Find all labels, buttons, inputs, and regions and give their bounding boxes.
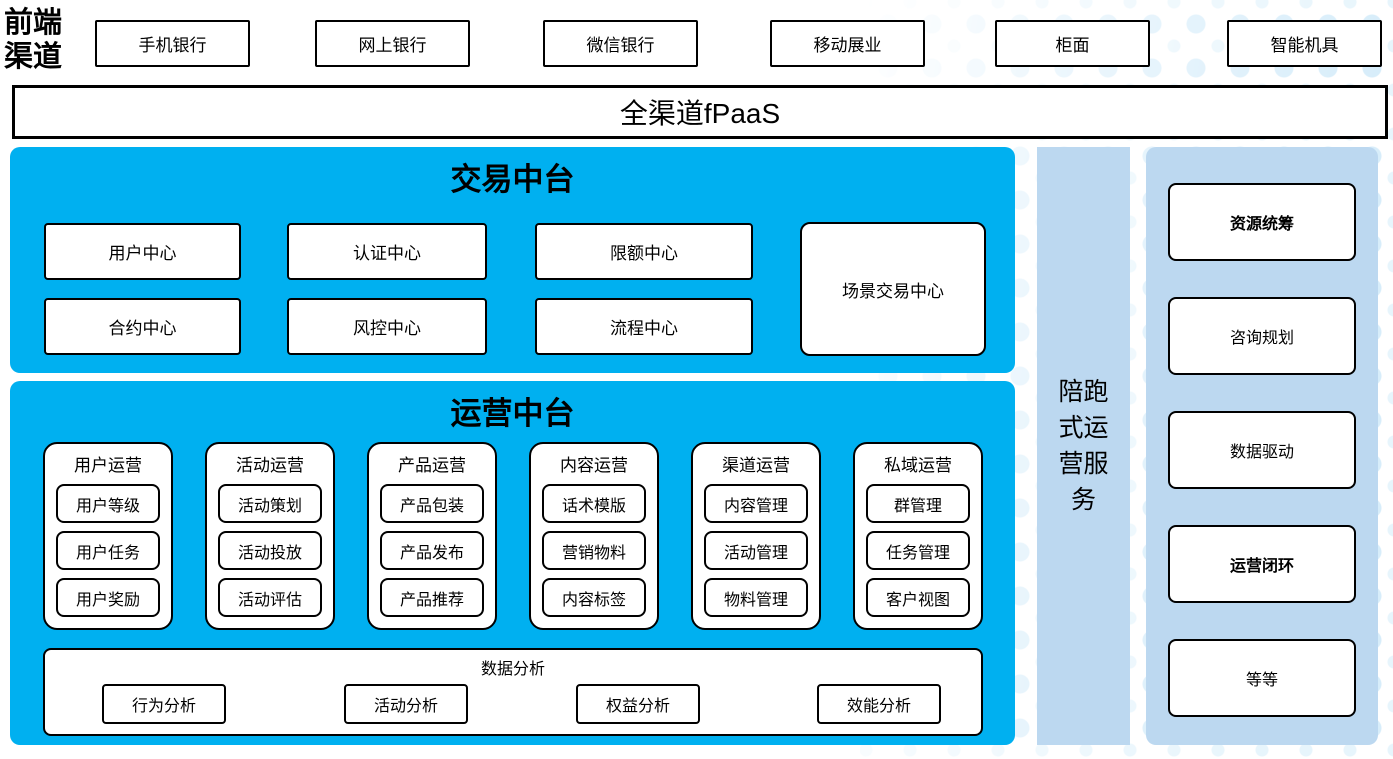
ops-item: 营销物料: [542, 531, 646, 570]
analysis-item-behavior: 行为分析: [102, 684, 226, 724]
channel-box-counter: 柜面: [995, 20, 1150, 67]
ops-column-title: 渠道运营: [722, 456, 790, 475]
operation-platform-title: 运营中台: [450, 396, 575, 431]
trade-box-contract-center: 合约中心: [44, 298, 241, 355]
trade-platform-title: 交易中台: [450, 162, 575, 197]
ops-column-content: 内容运营 话术模版 营销物料 内容标签: [529, 442, 659, 630]
ops-item: 活动管理: [704, 531, 808, 570]
service-box-etc: 等等: [1168, 639, 1356, 717]
data-analysis-band: 数据分析 行为分析 活动分析 权益分析 效能分析: [43, 648, 983, 736]
ops-item: 内容标签: [542, 578, 646, 617]
channel-box-wechat-banking: 微信银行: [543, 20, 698, 67]
ops-item: 话术模版: [542, 484, 646, 523]
ops-item: 产品推荐: [380, 578, 484, 617]
service-box-resource-coordination: 资源统筹: [1168, 183, 1356, 261]
ops-item: 产品包装: [380, 484, 484, 523]
service-box-consulting-planning: 咨询规划: [1168, 297, 1356, 375]
ops-item: 活动评估: [218, 578, 322, 617]
companion-service-bar: 陪跑 式运 营服 务: [1037, 147, 1130, 745]
trade-box-limit-center: 限额中心: [535, 223, 753, 280]
fpaas-band: 全渠道fPaaS: [12, 85, 1388, 139]
ops-item: 用户奖励: [56, 578, 160, 617]
channel-box-online-banking: 网上银行: [315, 20, 470, 67]
ops-item: 物料管理: [704, 578, 808, 617]
ops-column-user: 用户运营 用户等级 用户任务 用户奖励: [43, 442, 173, 630]
ops-column-title: 内容运营: [560, 456, 628, 475]
ops-column-title: 产品运营: [398, 456, 466, 475]
ops-column-title: 活动运营: [236, 456, 304, 475]
ops-item: 产品发布: [380, 531, 484, 570]
service-box-data-driven: 数据驱动: [1168, 411, 1356, 489]
channel-box-mobile-sales: 移动展业: [770, 20, 925, 67]
trade-box-scene-trade-center: 场景交易中心: [800, 222, 986, 356]
ops-column-title: 用户运营: [74, 456, 142, 475]
data-analysis-title: 数据分析: [480, 661, 545, 678]
ops-item: 内容管理: [704, 484, 808, 523]
trade-box-user-center: 用户中心: [44, 223, 241, 280]
ops-column-channel: 渠道运营 内容管理 活动管理 物料管理: [691, 442, 821, 630]
ops-column-activity: 活动运营 活动策划 活动投放 活动评估: [205, 442, 335, 630]
ops-item: 用户等级: [56, 484, 160, 523]
channel-box-mobile-banking: 手机银行: [95, 20, 250, 67]
ops-item: 任务管理: [866, 531, 970, 570]
trade-box-auth-center: 认证中心: [287, 223, 487, 280]
trade-box-process-center: 流程中心: [535, 298, 753, 355]
channel-box-smart-devices: 智能机具: [1227, 20, 1382, 67]
analysis-item-benefit: 权益分析: [576, 684, 700, 724]
service-items-panel: 资源统筹 咨询规划 数据驱动 运营闭环 等等: [1146, 147, 1378, 745]
trade-platform-panel: 交易中台 用户中心 认证中心 限额中心 合约中心 风控中心 流程中心 场景交易中…: [10, 147, 1015, 373]
ops-item: 客户视图: [866, 578, 970, 617]
ops-column-private-domain: 私域运营 群管理 任务管理 客户视图: [853, 442, 983, 630]
trade-box-risk-center: 风控中心: [287, 298, 487, 355]
service-box-operation-loop: 运营闭环: [1168, 525, 1356, 603]
ops-item: 活动策划: [218, 484, 322, 523]
front-channels-label: 前端 渠道: [4, 7, 63, 74]
analysis-item-activity: 活动分析: [344, 684, 468, 724]
ops-item: 群管理: [866, 484, 970, 523]
ops-column-product: 产品运营 产品包装 产品发布 产品推荐: [367, 442, 497, 630]
ops-item: 用户任务: [56, 531, 160, 570]
analysis-item-efficiency: 效能分析: [817, 684, 941, 724]
operation-platform-panel: 运营中台 用户运营 用户等级 用户任务 用户奖励 活动运营 活动策划 活动投放 …: [10, 381, 1015, 745]
ops-column-title: 私域运营: [884, 456, 952, 475]
ops-item: 活动投放: [218, 531, 322, 570]
